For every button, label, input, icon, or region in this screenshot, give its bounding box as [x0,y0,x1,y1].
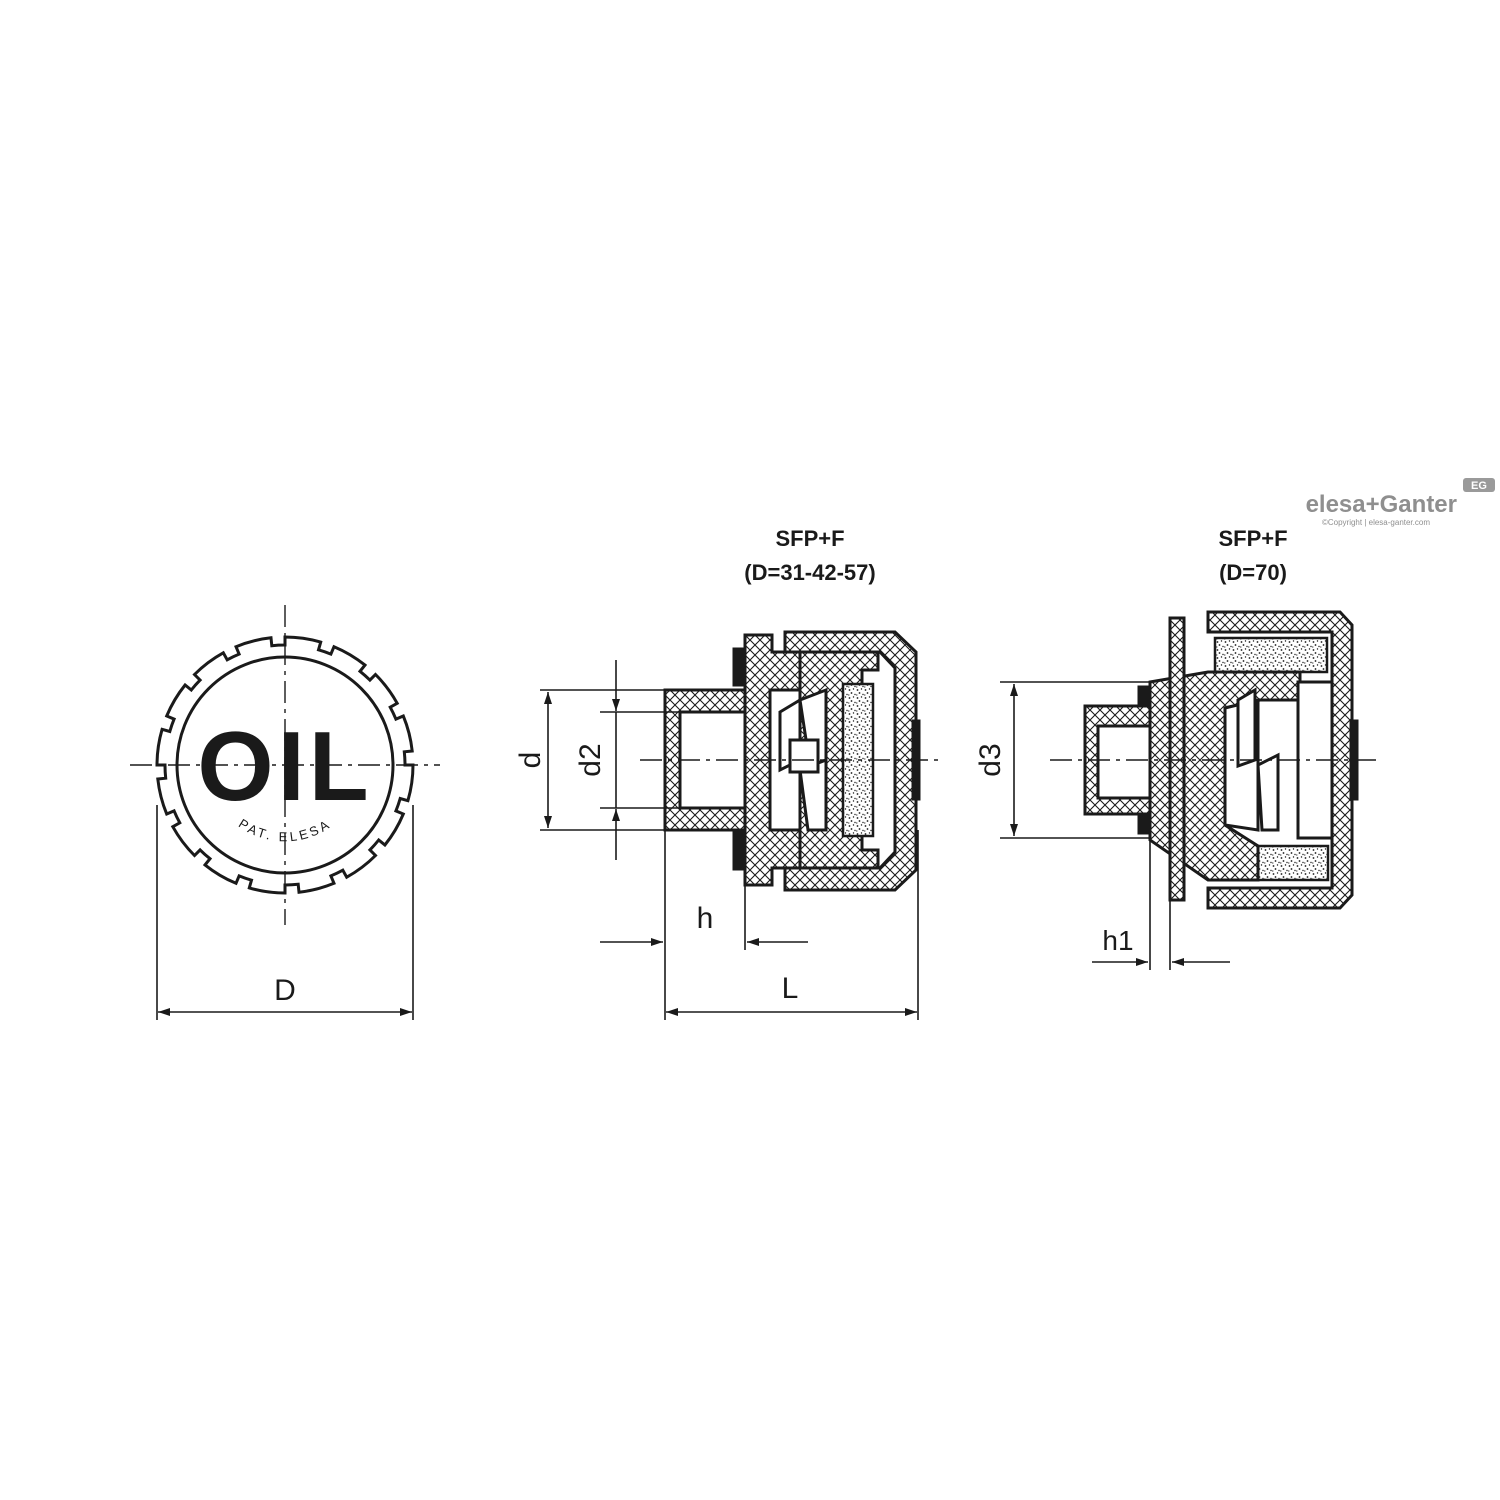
oil-cap-text: OIL [197,711,372,821]
front-view: OIL PAT. ELESA D [130,605,440,1020]
valve-blade-lower-b [1256,752,1280,832]
section-a-subtitle: (D=31-42-57) [744,560,875,585]
section-view-b: SFP+F (D=70) d3 h1 [974,526,1380,970]
brand-badge-box [1463,478,1495,492]
cap-outer-shell-b [1206,610,1354,910]
brand-badge: EG [1471,480,1487,492]
section-view-a: SFP+F (D=31-42-57) d d2 [514,526,940,1020]
valve-core [788,738,820,774]
dim-label-d: d [514,752,547,769]
brand-logo: EG elesa+Ganter ©Copyright | elesa-gante… [1306,478,1495,527]
dim-label-d2: d2 [574,743,607,776]
dim-label-L: L [782,972,799,1005]
body-flange [743,633,802,887]
brand-logo-text: elesa+Ganter [1306,491,1457,518]
dim-label-D: D [274,974,296,1007]
valve-blade-upper-b [1236,687,1257,769]
gasket-bottom [732,831,746,871]
flange-plate-b [1168,616,1186,902]
filter-foam-bottom [1256,844,1330,882]
brand-copyright: ©Copyright | elesa-ganter.com [1322,518,1430,527]
dim-label-d3: d3 [974,743,1007,776]
filter-foam-top [1213,636,1329,674]
knurled-outer-ring [155,635,415,895]
dim-label-h: h [697,902,714,935]
section-a-title: SFP+F [775,526,844,551]
section-b-subtitle: (D=70) [1219,560,1287,585]
gasket-top [732,647,746,687]
inner-disc-outline [175,655,395,875]
section-b-title: SFP+F [1218,526,1287,551]
dim-label-h1: h1 [1102,925,1133,956]
